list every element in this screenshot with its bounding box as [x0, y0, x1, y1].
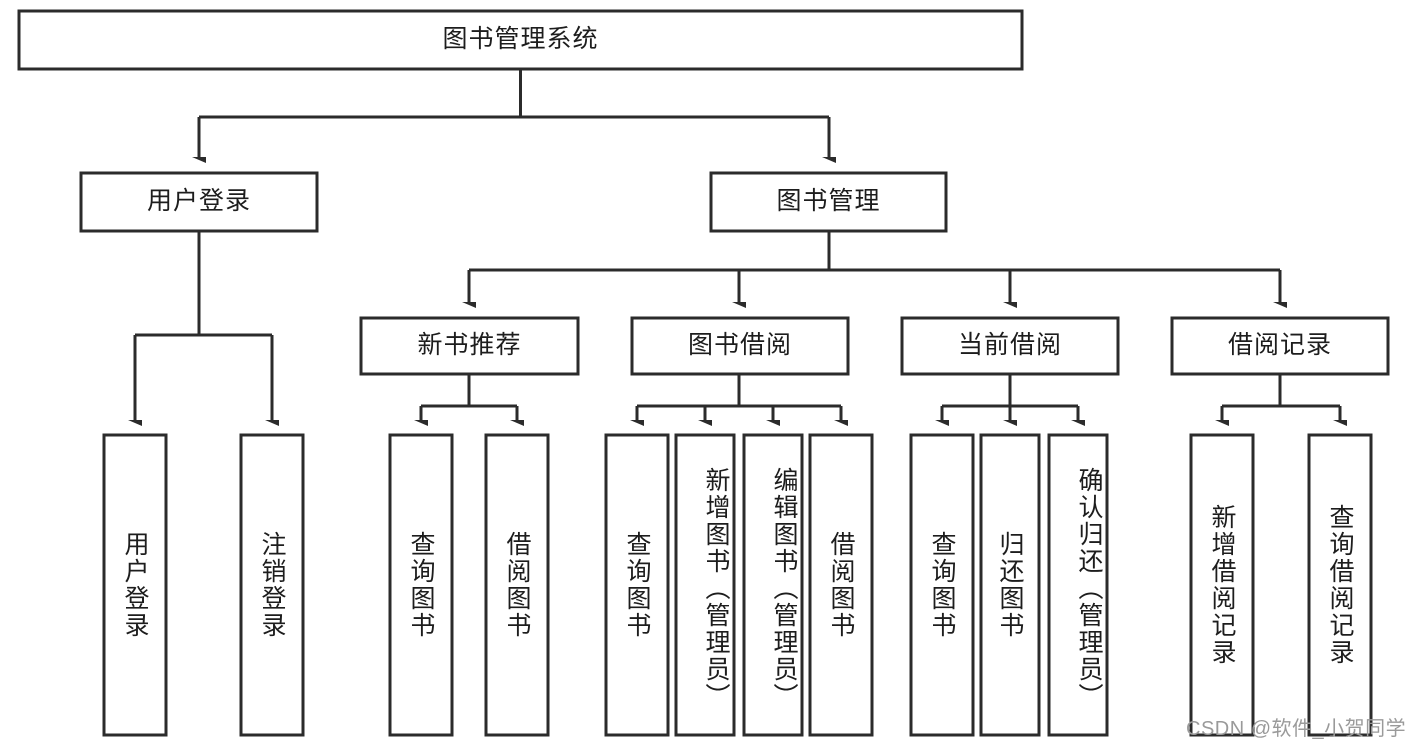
leaf-box-cb-return-book[interactable]: [979, 433, 1041, 737]
node-box-root[interactable]: [17, 9, 1024, 71]
node-box-book-manage[interactable]: [709, 171, 948, 233]
leaf-box-cb-query-book[interactable]: [909, 433, 975, 737]
node-box-current-borrow[interactable]: [900, 316, 1120, 376]
node-box-new-book-recommend[interactable]: [359, 316, 580, 376]
leaf-box-logout[interactable]: [239, 433, 305, 737]
leaf-box-br-add-record[interactable]: [1189, 433, 1255, 737]
leaf-box-bb-borrow-book[interactable]: [808, 433, 874, 737]
leaf-box-bb-query-book[interactable]: [604, 433, 670, 737]
node-box-book-borrow[interactable]: [630, 316, 850, 376]
csdn-watermark: CSDN @软件_小贺同学: [1186, 718, 1405, 740]
leaf-box-user-login[interactable]: [102, 433, 168, 737]
leaf-box-cb-confirm-return[interactable]: [1047, 433, 1109, 737]
leaf-box-nb-borrow-book[interactable]: [484, 433, 550, 737]
leaf-box-br-query-record[interactable]: [1307, 433, 1373, 737]
leaf-box-nb-query-book[interactable]: [388, 433, 454, 737]
node-box-user-login[interactable]: [79, 171, 319, 233]
leaf-box-bb-edit-book[interactable]: [742, 433, 804, 737]
leaf-box-bb-add-book[interactable]: [674, 433, 736, 737]
node-box-borrow-record[interactable]: [1170, 316, 1390, 376]
